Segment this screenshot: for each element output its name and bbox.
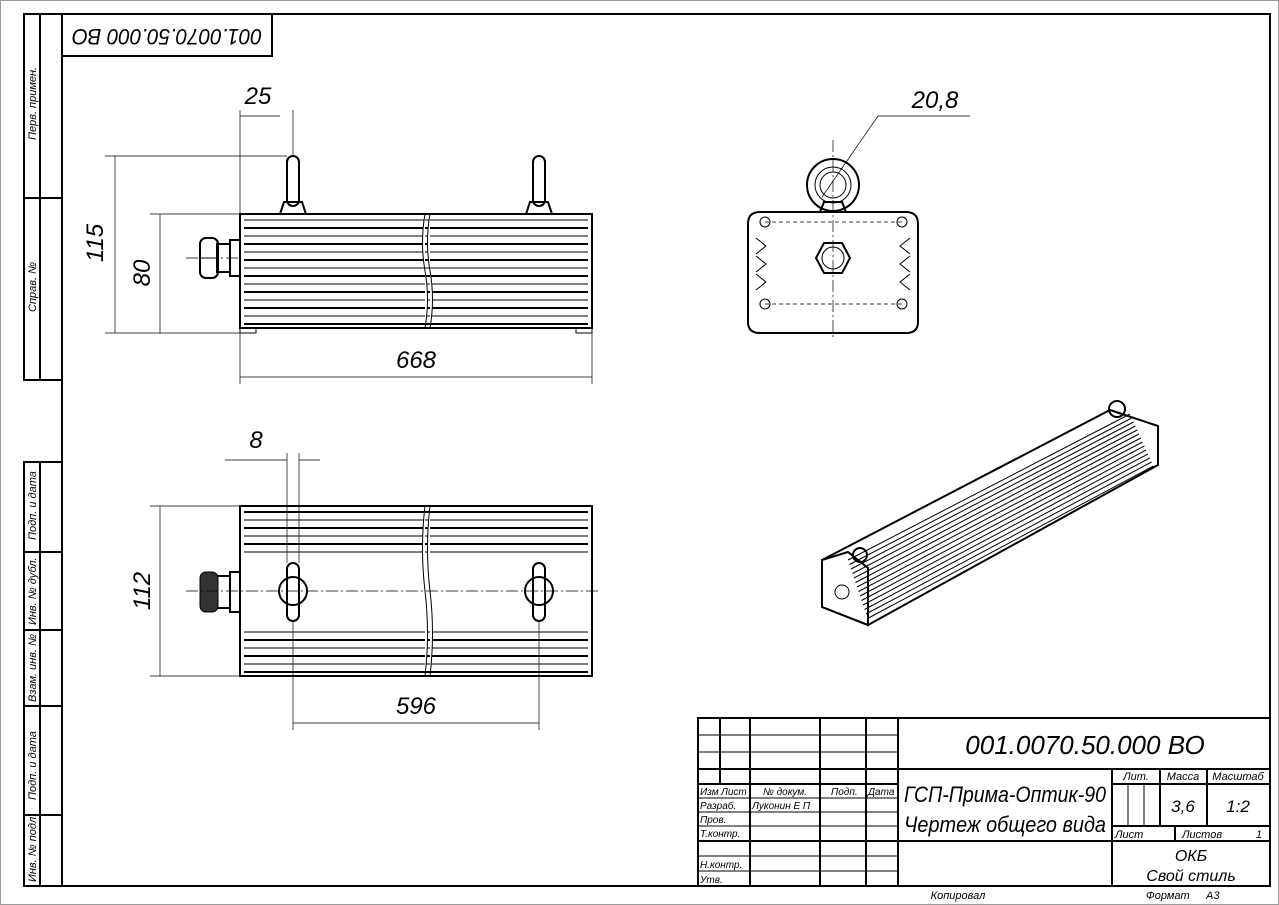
role-approved: Утв.: [699, 875, 723, 886]
mass-value: 3,6: [1171, 797, 1195, 816]
dim-80: 80: [129, 259, 156, 286]
document-type: Чертеж общего вида: [904, 812, 1106, 837]
scale-value: 1:2: [1226, 797, 1250, 816]
fin-line: [852, 425, 1136, 574]
sheets-label: Листов: [1181, 829, 1222, 841]
fin-line: [859, 445, 1145, 597]
side-label: Перв. примен.: [27, 67, 39, 140]
fin-line: [849, 417, 1133, 565]
dim-115: 115: [82, 223, 109, 262]
fin-line: [862, 453, 1149, 606]
title-block: 001.0070.50.000 ВО ГСП-Прима-Оптик-90 Че…: [697, 717, 1271, 902]
dim-8: 8: [249, 427, 263, 454]
isometric-view: [821, 400, 1159, 627]
fin-line: [858, 441, 1143, 592]
fin-line: [856, 437, 1142, 588]
scale-label: Масштаб: [1212, 771, 1264, 783]
rotated-code-stamp: 001.0070.50.000 ВО: [61, 13, 273, 57]
col-izm: Изм: [700, 787, 719, 798]
sheet-label: Лист: [1114, 829, 1143, 841]
side-label: Инв. № подл.: [27, 814, 39, 882]
role-ncontrol: Н.контр.: [700, 860, 742, 871]
side-label: Подп. и дата: [27, 731, 39, 800]
dim-20-8: 20,8: [911, 87, 959, 114]
side-label: Взам. инв. №: [27, 634, 39, 702]
role-tcontrol: Т.контр.: [700, 829, 740, 840]
fin-line: [853, 429, 1138, 579]
mass-label: Масса: [1167, 771, 1200, 783]
designation: 001.0070.50.000 ВО: [965, 730, 1204, 760]
col-date: Дата: [867, 787, 895, 798]
side-label: Подп. и дата: [27, 471, 39, 540]
organization-subtitle: Свой стиль: [1146, 868, 1235, 885]
front-view: 25 115 80 668: [82, 83, 593, 384]
side-label: Инв. № дубл.: [27, 557, 39, 625]
role-checker: Пров.: [700, 815, 726, 826]
col-list: Лист: [720, 787, 747, 798]
dim-112: 112: [129, 572, 156, 610]
organization: ОКБ: [1175, 848, 1207, 865]
side-label: Справ. №: [27, 262, 39, 312]
role-developer: Разраб.: [700, 800, 736, 812]
left-side-strip: Перв. примен. Справ. № Подп. и дата Инв.…: [23, 13, 63, 887]
lit-label: Лит.: [1122, 771, 1149, 783]
fin-line: [855, 433, 1140, 583]
fin-line: [867, 465, 1154, 619]
format-label: Формат: [1146, 890, 1190, 902]
fin-line: [865, 461, 1152, 615]
sheets-count: 1: [1256, 829, 1262, 841]
side-view: 20,8: [747, 87, 970, 340]
dim-25: 25: [244, 83, 272, 110]
col-doc: № докум.: [763, 787, 807, 798]
col-sign: Подп.: [831, 787, 858, 798]
dim-668: 668: [396, 347, 437, 374]
fin-line: [864, 457, 1151, 610]
product-name: ГСП-Прима-Оптик-90: [904, 782, 1107, 807]
drawing-frame: [61, 13, 1271, 887]
format-value: А3: [1205, 890, 1220, 902]
fin-line: [850, 421, 1134, 570]
copied-label: Копировал: [931, 890, 986, 902]
dim-596: 596: [396, 693, 437, 720]
fin-line: [847, 413, 1131, 561]
fin-line: [861, 449, 1147, 601]
top-view: 8 112 596: [129, 427, 600, 730]
developer-name: Луконин Е П: [751, 801, 811, 812]
rotated-code: 001.0070.50.000 ВО: [72, 24, 262, 49]
